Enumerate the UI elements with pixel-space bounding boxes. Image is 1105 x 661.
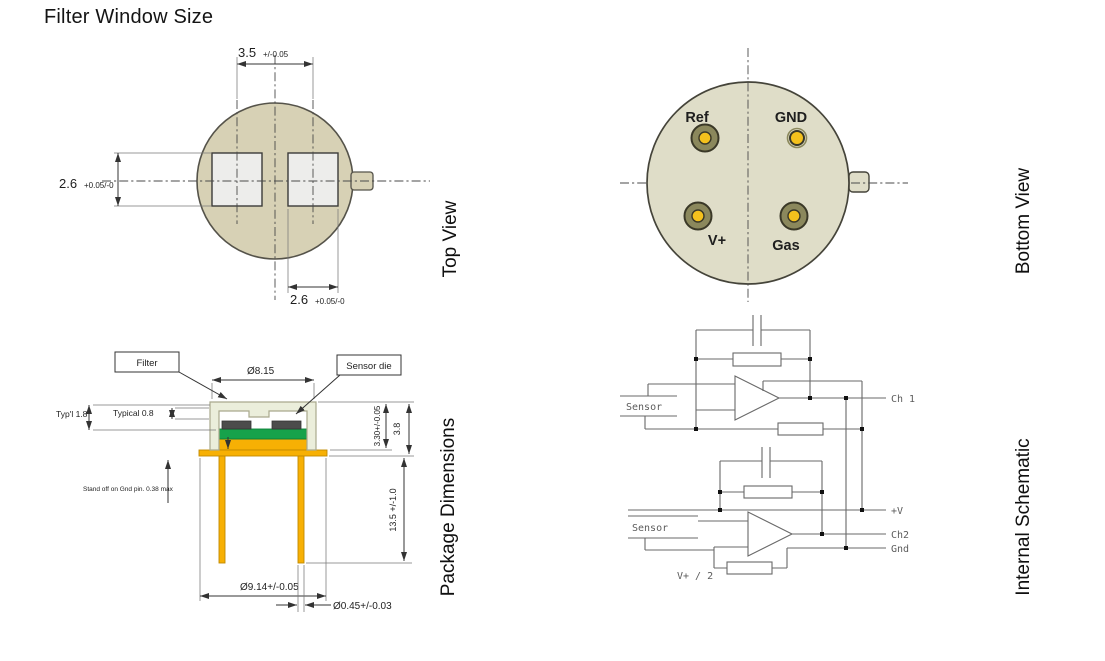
- dim-window-width-value: 2.6: [290, 292, 308, 307]
- dim-window-width-tol: +0.05/-0: [315, 297, 345, 306]
- pin-vplus: [683, 201, 713, 231]
- resistor-vhalf: [726, 561, 773, 575]
- vhalf-label: V+ / 2: [677, 571, 713, 582]
- dim-flange-diameter: Ø9.14+/-0.05: [199, 458, 327, 601]
- dim-pin-diameter-text: Ø0.45+/-0.03: [333, 601, 392, 612]
- dim-header-height-text: 3.8: [392, 423, 402, 436]
- lead-right: [297, 455, 305, 564]
- junction-dots: [694, 357, 864, 550]
- dim-cap-diameter-text: Ø8.15: [247, 366, 275, 377]
- pin-gnd: [786, 127, 808, 149]
- pin-gas-label: Gas: [772, 238, 799, 254]
- pin-ref: [690, 123, 720, 153]
- page-title: Filter Window Size: [44, 6, 214, 28]
- gnd-label: Gnd: [891, 544, 909, 555]
- callout-filter: Filter: [114, 351, 228, 400]
- dim-typical-gap-text: Typical 0.8: [113, 408, 154, 418]
- channel2-wires: [628, 398, 886, 575]
- vplus-label: +V: [891, 506, 903, 517]
- internal-schematic-label: Internal Schematic: [1013, 438, 1034, 596]
- internal-schematic-drawing: Sensor Sensor Ch 1 +V Ch2 Gnd V+ / 2: [620, 315, 915, 582]
- sensor-die-left: [221, 420, 252, 430]
- centerlines: [102, 55, 430, 300]
- dim-window-width: 2.6 +0.05/-0: [287, 209, 345, 307]
- pin-ref-label: Ref: [685, 110, 709, 126]
- capacitor2: [761, 447, 771, 478]
- dim-window-pitch-tol: +/-0.05: [263, 50, 289, 59]
- dim-window-height-value: 2.6: [59, 176, 77, 191]
- dim-typ-height: Typ'l 1.8: [56, 404, 216, 431]
- dim-typ-height-text: Typ'l 1.8: [56, 409, 88, 419]
- top-view-label: Top View: [440, 200, 461, 278]
- dim-cap-diameter: Ø8.15: [211, 366, 315, 399]
- dim-right-stack: 3.30+/-0.05 3.8 13.5 +/-1.0: [306, 401, 414, 564]
- dim-window-height: 2.6 +0.05/-0: [59, 152, 211, 207]
- opamp1: [734, 375, 781, 421]
- channel1-wires: [620, 315, 886, 510]
- ch1-label: Ch 1: [891, 394, 915, 405]
- dim-window-pitch: 3.5 +/-0.05: [236, 45, 314, 99]
- package-tab-bottom: [848, 171, 870, 193]
- dim-window-pitch-value: 3.5: [238, 45, 256, 60]
- ch2-label: Ch2: [891, 530, 909, 541]
- lead-left: [218, 455, 226, 564]
- top-view-drawing: 3.5 +/-0.05 2.6 +0.05/-0 2.6 +0.05/-0: [59, 45, 430, 307]
- package-dimensions-drawing: Ø8.15 Typ'l 1.8 Typical 0.8 Stand off on…: [56, 351, 414, 612]
- package-dimensions-label: Package Dimensions: [438, 417, 459, 597]
- dim-cap-height-text: 3.30+/-0.05: [373, 405, 382, 446]
- dim-pin-length-text: 13.5 +/-1.0: [388, 488, 398, 531]
- resistor2: [777, 422, 824, 436]
- filter-window-right: [287, 152, 339, 207]
- callout-sensor-die-text: Sensor die: [346, 361, 391, 372]
- callout-sensor-die: Sensor die: [295, 354, 402, 415]
- dim-standoff: Stand off on Gnd pin. 0.38 max: [83, 437, 231, 503]
- pin-gas: [779, 201, 809, 231]
- sensor2-label: Sensor: [632, 523, 668, 534]
- dim-typical-gap: Typical 0.8: [113, 407, 209, 420]
- opamp2: [747, 511, 794, 557]
- bottom-view-drawing: Ref GND V+ Gas: [620, 48, 908, 302]
- dim-flange-diameter-text: Ø9.14+/-0.05: [240, 582, 299, 593]
- sensor1-label: Sensor: [626, 402, 662, 413]
- dim-standoff-text: Stand off on Gnd pin. 0.38 max: [83, 486, 174, 493]
- sensor-dies: [221, 420, 302, 430]
- pin-gnd-label: GND: [775, 110, 807, 126]
- resistor1: [732, 352, 782, 367]
- sensor2-box: [628, 515, 698, 539]
- dim-window-height-tol: +0.05/-0: [84, 181, 114, 190]
- pin-vplus-label: V+: [708, 233, 726, 249]
- filter-cap: [209, 401, 317, 451]
- resistor3: [743, 485, 793, 499]
- header-flange: [198, 449, 328, 457]
- capacitor1: [752, 315, 762, 346]
- centerlines-bottom: [620, 48, 908, 302]
- pcb-layer: [216, 428, 310, 440]
- sensor-die-right: [271, 420, 302, 430]
- header-gold-parts: [198, 438, 328, 564]
- cross-section: [198, 401, 328, 564]
- callout-filter-text: Filter: [136, 358, 157, 369]
- dim-pin-diameter: Ø0.45+/-0.03: [276, 565, 392, 612]
- bottom-view-label: Bottom View: [1013, 167, 1034, 275]
